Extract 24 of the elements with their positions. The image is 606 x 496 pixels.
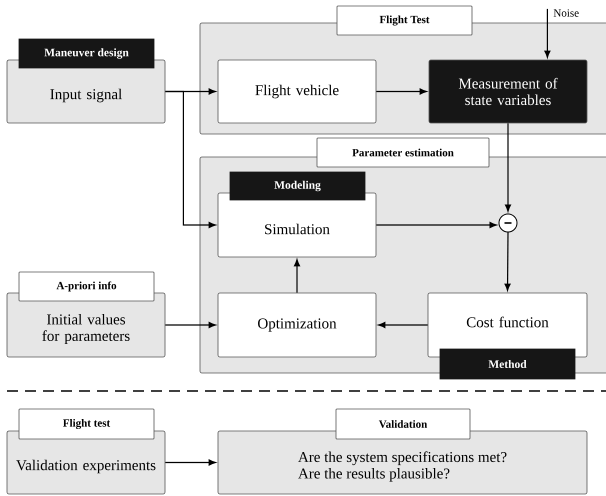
tab-label: Flight Test: [336, 6, 472, 36]
tab-label: A-priori info: [18, 272, 154, 302]
arrow: [378, 322, 428, 328]
summing-junction: [498, 214, 518, 232]
process-box: Are the system specifications met? Are the results plausible?: [218, 430, 588, 494]
arrow: [544, 8, 550, 58]
process-box: Optimization: [218, 292, 376, 358]
tab-label: Method: [440, 348, 576, 380]
tab-label: Flight test: [18, 408, 154, 440]
arrow: [504, 232, 511, 291]
tab-label: Parameter estimation: [316, 138, 490, 168]
tab-label: Maneuver design: [18, 38, 154, 68]
process-box: Measurement of state variables: [428, 60, 588, 124]
arrow: [294, 259, 300, 293]
arrow: [165, 90, 216, 228]
arrow: [165, 459, 216, 466]
process-box: Flight vehicle: [218, 60, 376, 124]
noise-label: Noise: [554, 9, 579, 17]
arrow: [376, 222, 497, 228]
tab-label: Validation: [336, 408, 470, 440]
arrow: [504, 123, 512, 212]
tab-label: Modeling: [230, 172, 366, 200]
arrow: [376, 88, 427, 95]
arrow: [165, 322, 216, 328]
